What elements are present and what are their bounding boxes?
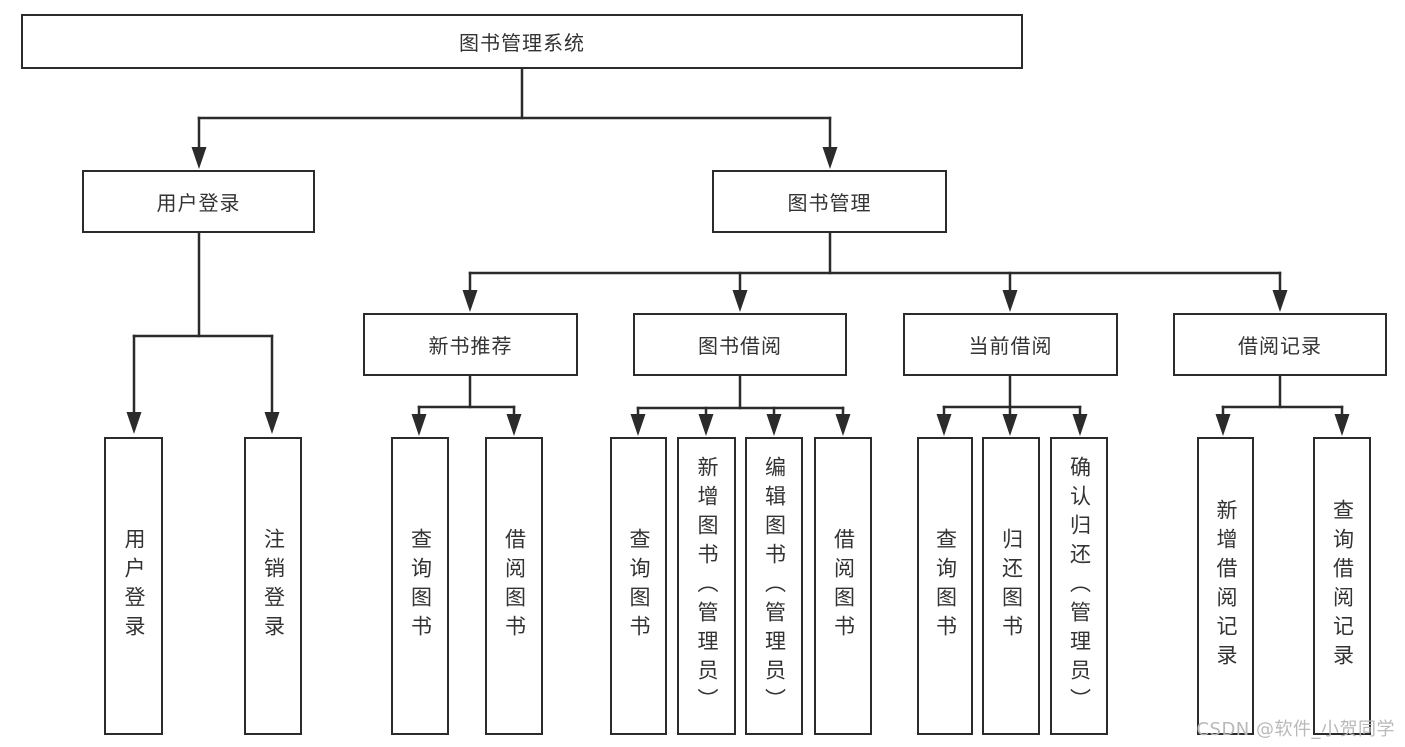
node-user-login: 用户登录 <box>82 170 315 233</box>
node-new-book-recommend-label: 新书推荐 <box>428 334 513 358</box>
leaf-borrow-books-recommend: 借阅图书 <box>485 437 543 735</box>
leaf-user-login: 用户登录 <box>104 437 163 735</box>
leaf-borrow-books-recommend-label: 借阅图书 <box>502 528 527 644</box>
leaf-query-borrow-record-label: 查询借阅记录 <box>1330 499 1355 673</box>
leaf-logout-label: 注销登录 <box>261 528 286 644</box>
node-current-borrow: 当前借阅 <box>903 313 1118 376</box>
node-library-system: 图书管理系统 <box>21 14 1023 69</box>
leaf-query-books-borrow-label: 查询图书 <box>627 528 651 644</box>
leaf-add-borrow-record: 新增借阅记录 <box>1197 437 1254 735</box>
node-current-borrow-label: 当前借阅 <box>968 334 1053 358</box>
leaf-query-books-current: 查询图书 <box>917 437 973 735</box>
leaf-query-books-current-label: 查询图书 <box>933 528 958 644</box>
node-book-borrow-label: 图书借阅 <box>698 334 782 358</box>
node-new-book-recommend: 新书推荐 <box>363 313 578 376</box>
node-borrow-records: 借阅记录 <box>1173 313 1387 376</box>
leaf-add-book-admin: 新增图书（管理员） <box>677 437 736 735</box>
leaf-return-book: 归还图书 <box>982 437 1040 735</box>
node-book-management-label: 图书管理 <box>787 191 872 215</box>
leaf-query-borrow-record: 查询借阅记录 <box>1313 437 1371 735</box>
leaf-query-books-recommend: 查询图书 <box>391 437 449 735</box>
leaf-query-books-recommend-label: 查询图书 <box>408 528 433 644</box>
csdn-watermark: CSDN @软件_小贺同学 <box>1196 719 1395 740</box>
leaf-logout: 注销登录 <box>244 437 302 735</box>
leaf-query-books-borrow: 查询图书 <box>610 437 667 735</box>
leaf-return-book-label: 归还图书 <box>999 528 1024 644</box>
leaf-edit-book-admin: 编辑图书（管理员） <box>745 437 803 735</box>
leaf-borrow-books: 借阅图书 <box>814 437 872 735</box>
node-borrow-records-label: 借阅记录 <box>1238 334 1322 358</box>
node-user-login-label: 用户登录 <box>156 191 241 215</box>
node-book-management: 图书管理 <box>712 170 947 233</box>
node-book-borrow: 图书借阅 <box>633 313 847 376</box>
leaf-add-book-admin-label: 新增图书（管理员） <box>695 455 719 717</box>
leaf-borrow-books-label: 借阅图书 <box>831 528 856 644</box>
leaf-confirm-return-admin: 确认归还（管理员） <box>1050 437 1108 735</box>
leaf-confirm-return-admin-label: 确认归还（管理员） <box>1067 455 1092 717</box>
node-library-system-label: 图书管理系统 <box>459 31 585 55</box>
leaf-user-login-label: 用户登录 <box>122 528 146 644</box>
leaf-edit-book-admin-label: 编辑图书（管理员） <box>762 455 787 717</box>
leaf-add-borrow-record-label: 新增借阅记录 <box>1214 499 1238 673</box>
